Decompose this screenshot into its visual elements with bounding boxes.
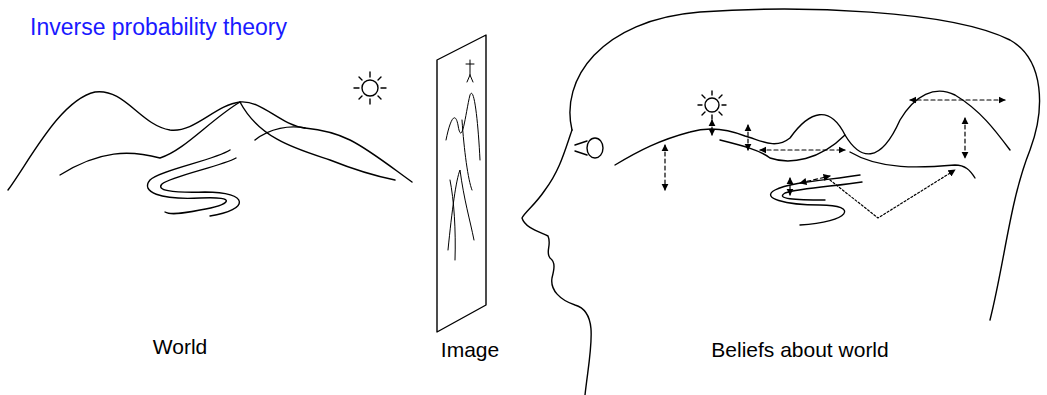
relation-arrows	[665, 100, 1005, 218]
diagram-title: Inverse probability theory	[30, 14, 287, 41]
caption-label: World	[153, 335, 207, 359]
caption-label: Beliefs about world	[711, 338, 888, 362]
caption-label: Image	[441, 338, 499, 362]
world-sun	[354, 72, 386, 104]
eye	[575, 138, 603, 158]
belief-landscape	[615, 91, 1010, 225]
image-panel	[437, 35, 486, 332]
world-landscape	[8, 92, 412, 216]
head-outline	[522, 9, 1040, 395]
belief-sun	[698, 91, 726, 119]
